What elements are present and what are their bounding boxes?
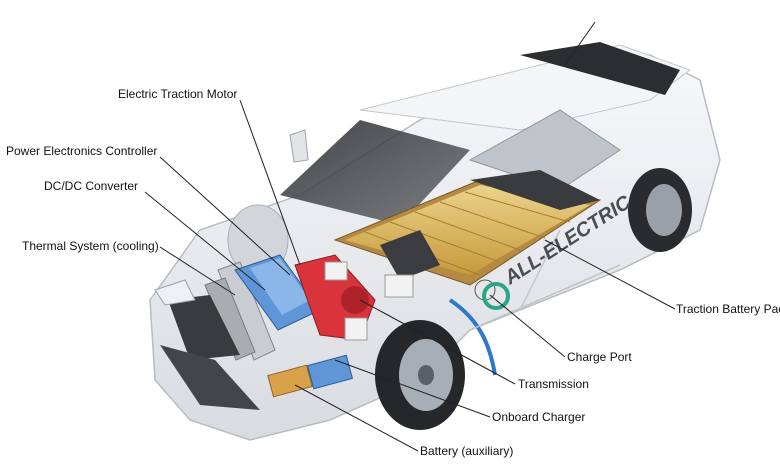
rear-wheel [628, 168, 692, 252]
door-line [469, 264, 621, 331]
leader-motor [239, 99, 301, 266]
headlight [154, 279, 196, 306]
label-traction-battery-pack: Traction Battery Pack [676, 302, 780, 316]
label-thermal-system: Thermal System (cooling) [22, 239, 159, 253]
front-wheel [375, 320, 465, 430]
leader-charge-port [489, 294, 566, 358]
label-dcdc-converter: DC/DC Converter [44, 179, 139, 193]
label-charge-port: Charge Port [567, 350, 632, 364]
rear-window [520, 42, 680, 95]
decal-logo [482, 282, 510, 310]
thermal-system [204, 261, 276, 361]
onboard-charger-box [306, 354, 354, 390]
charge-cable [448, 298, 497, 376]
label-battery-auxiliary: Battery (auxiliary) [420, 444, 514, 458]
leader-thermal [159, 246, 236, 296]
label-transmission: Transmission [518, 377, 589, 391]
leader-roof [564, 21, 596, 66]
label-onboard-charger: Onboard Charger [492, 410, 586, 424]
leader-dcdc [144, 191, 266, 291]
leader-traction-battery [544, 239, 676, 310]
leader-aux-battery [294, 384, 419, 452]
label-power-electronics-controller: Power Electronics Controller [6, 144, 158, 158]
aux-battery [267, 364, 313, 398]
side-mirror [289, 129, 309, 163]
leader-power-electronics [159, 156, 291, 276]
windshield [280, 120, 470, 225]
leader-onboard-charger [334, 359, 491, 418]
electric-motor [294, 254, 414, 341]
label-electric-traction-motor: Electric Traction Motor [118, 87, 238, 101]
leader-transmission [359, 299, 516, 385]
traction-battery-pack [333, 170, 602, 286]
front-grille [160, 295, 260, 410]
